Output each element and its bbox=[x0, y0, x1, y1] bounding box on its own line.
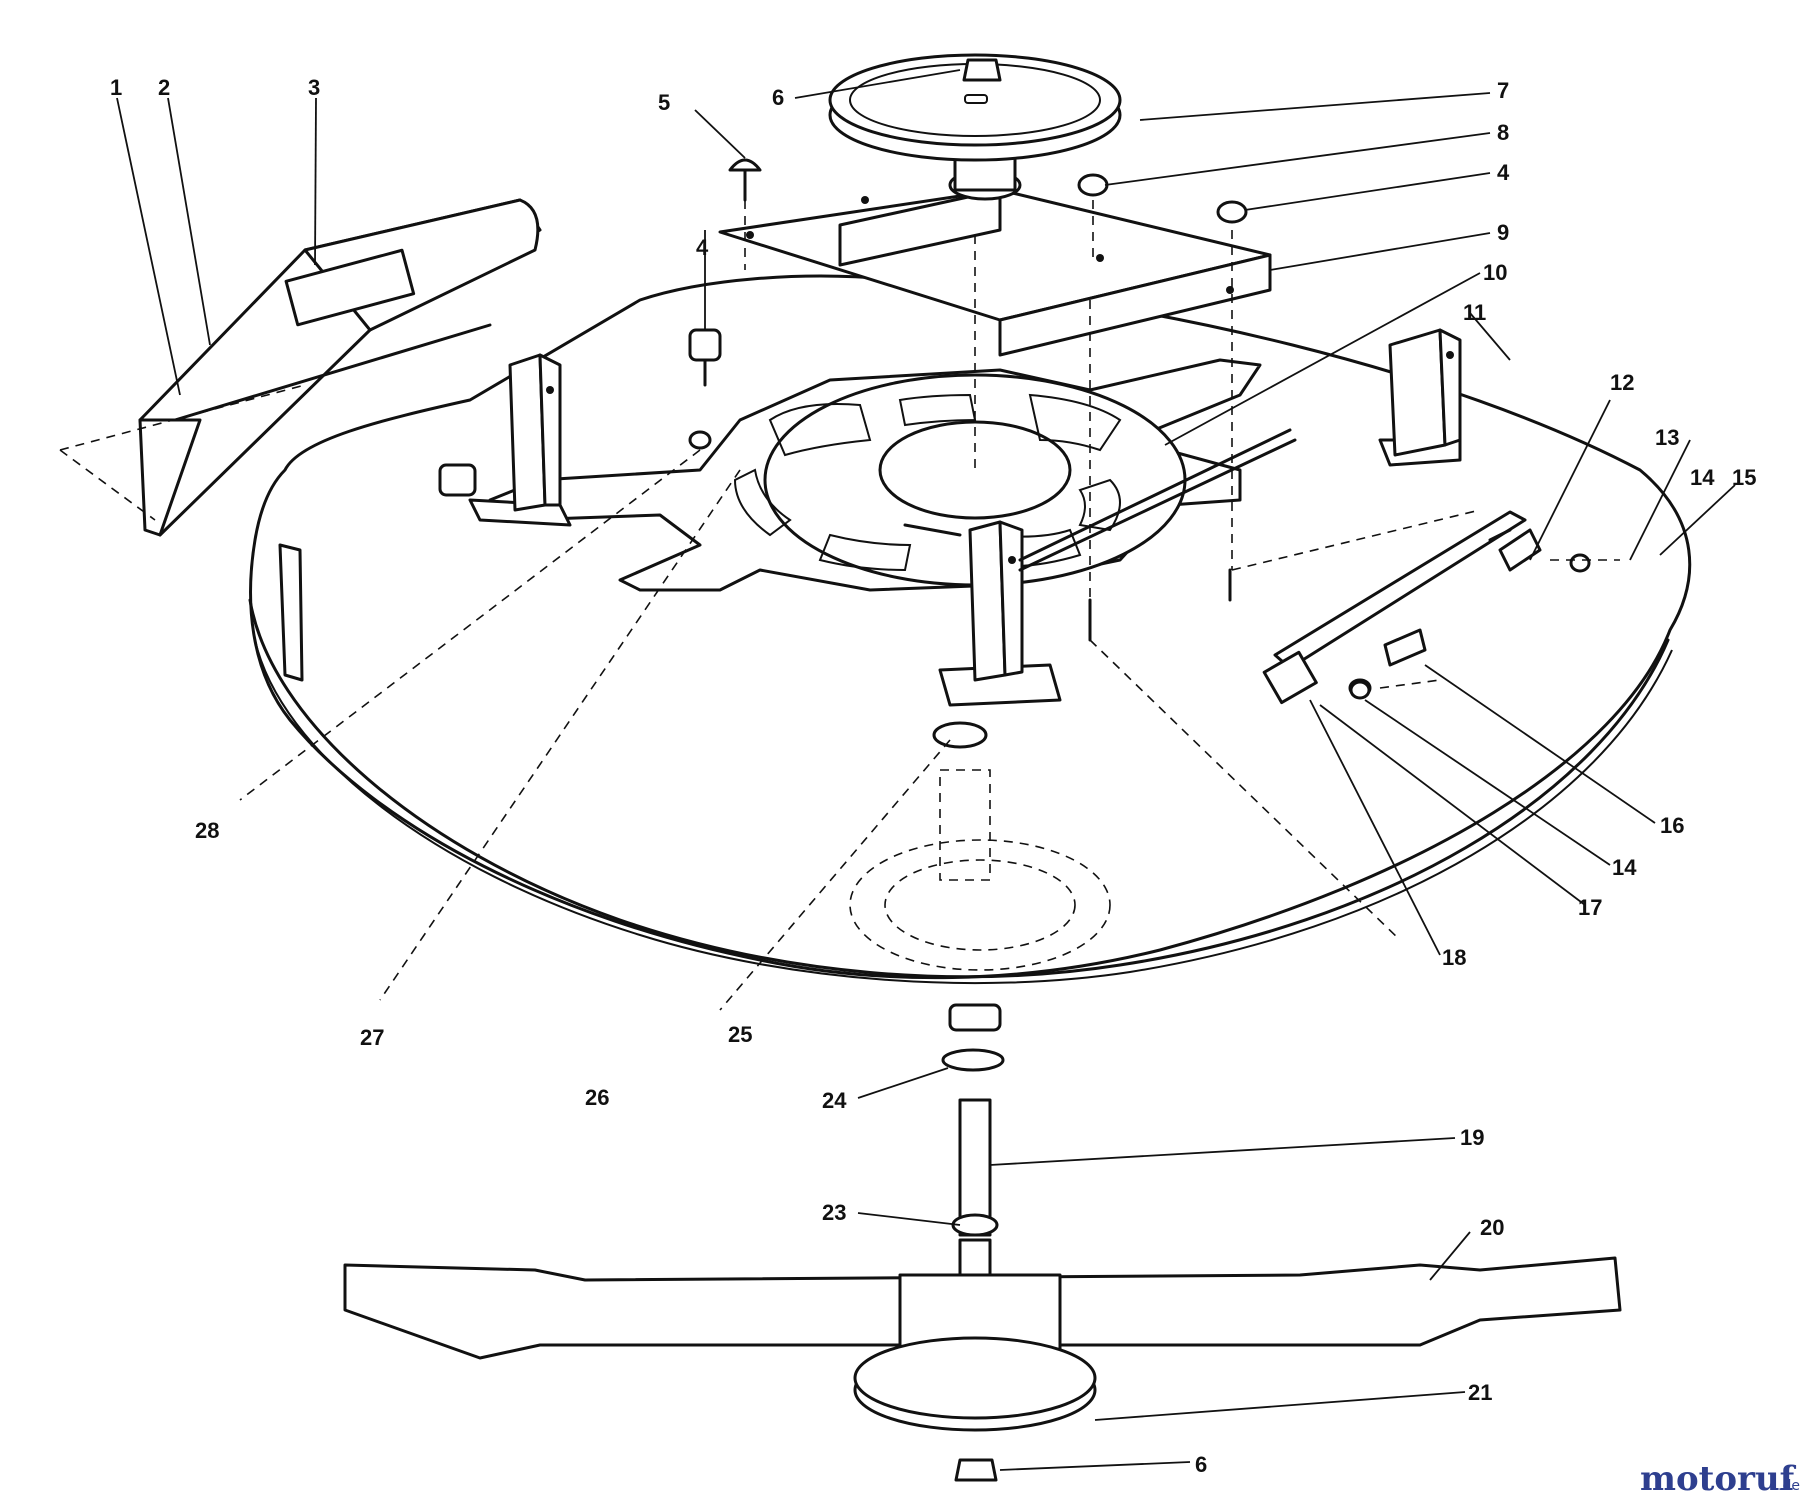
callout-27: 27 bbox=[360, 1025, 384, 1050]
callout-17: 17 bbox=[1578, 895, 1602, 920]
callout-18: 18 bbox=[1442, 945, 1466, 970]
deck-housing bbox=[248, 274, 1692, 985]
assembly-lines bbox=[59, 200, 1620, 1011]
blade bbox=[343, 1256, 1622, 1360]
callout-5: 5 bbox=[658, 90, 670, 115]
callout-21: 21 bbox=[1468, 1380, 1492, 1405]
watermark-suffix: .de bbox=[1778, 1478, 1800, 1494]
callout-6-bottom: 6 bbox=[1195, 1452, 1207, 1477]
callout-24: 24 bbox=[822, 1088, 847, 1113]
bottom-pulley bbox=[853, 1336, 1097, 1482]
callout-19: 19 bbox=[1460, 1125, 1484, 1150]
callout-26: 26 bbox=[585, 1085, 609, 1110]
mounting-plate bbox=[488, 358, 1262, 592]
callout-11: 11 bbox=[1463, 300, 1486, 325]
grass-deflector bbox=[138, 198, 542, 537]
callout-15: 15 bbox=[1732, 465, 1756, 490]
top-pulley bbox=[828, 53, 1122, 201]
adjustment-link bbox=[1262, 510, 1542, 705]
callout-3: 3 bbox=[308, 75, 320, 100]
rod bbox=[1018, 428, 1297, 572]
callout-13: 13 bbox=[1655, 425, 1679, 450]
callout-8: 8 bbox=[1497, 120, 1509, 145]
mount-bracket bbox=[718, 188, 1272, 357]
callout-10: 10 bbox=[1483, 260, 1507, 285]
callout-9: 9 bbox=[1497, 220, 1509, 245]
callout-23: 23 bbox=[822, 1200, 846, 1225]
callout-4-right: 4 bbox=[1497, 160, 1510, 185]
callout-20: 20 bbox=[1480, 1215, 1504, 1240]
leader-lines bbox=[116, 69, 1736, 1471]
upright-left bbox=[468, 353, 572, 527]
callout-2: 2 bbox=[158, 75, 170, 100]
callout-14-top: 14 bbox=[1690, 465, 1715, 490]
callout-4-left: 4 bbox=[696, 235, 709, 260]
hardware bbox=[438, 158, 1591, 700]
callout-6-top: 6 bbox=[772, 85, 784, 110]
callout-14-bottom: 14 bbox=[1612, 855, 1637, 880]
callout-7: 7 bbox=[1497, 78, 1509, 103]
callout-1: 1 bbox=[110, 75, 122, 100]
callout-16: 16 bbox=[1660, 813, 1684, 838]
watermark-text: motoruf bbox=[1640, 1459, 1797, 1498]
callout-25: 25 bbox=[728, 1022, 752, 1047]
callout-12: 12 bbox=[1610, 370, 1634, 395]
upright-right bbox=[1378, 328, 1462, 467]
callout-28: 28 bbox=[195, 818, 219, 843]
watermark-logo: motoruf .de bbox=[1640, 1459, 1800, 1498]
callout-labels: 1 2 3 5 6 7 8 4 4 9 10 11 12 13 14 15 16… bbox=[110, 75, 1756, 1477]
upright-front bbox=[938, 520, 1062, 707]
